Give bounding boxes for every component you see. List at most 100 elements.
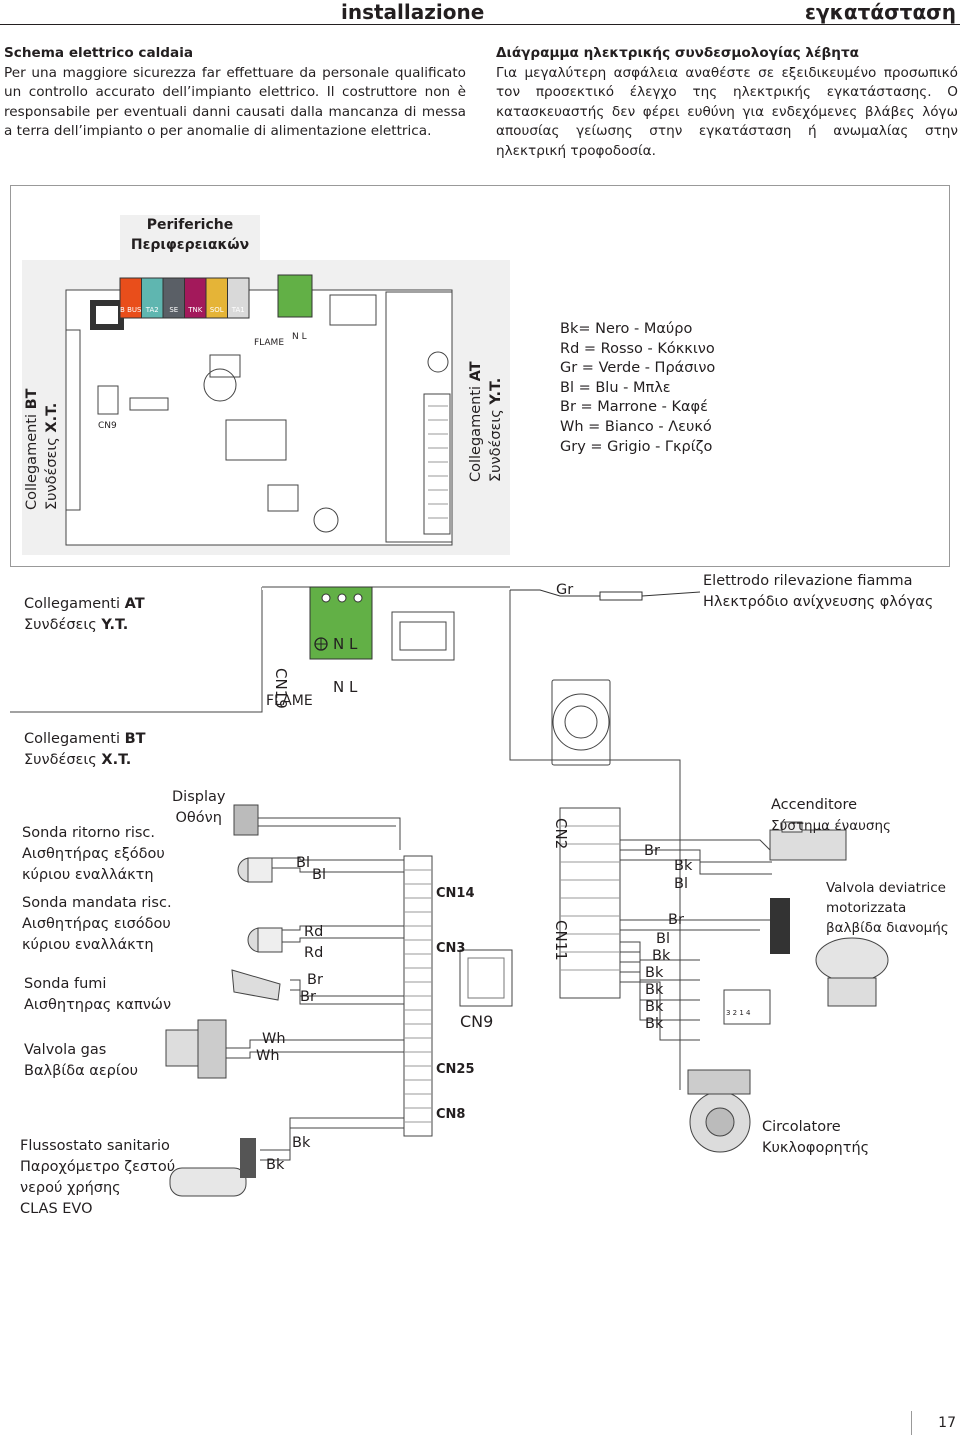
- overview-ic: [209, 354, 241, 378]
- detail-wires-left: [224, 817, 404, 1161]
- detail-connector-pins: [404, 869, 432, 1123]
- overview-pcb-right: [385, 291, 453, 543]
- overview-flame: FLAME: [254, 338, 285, 348]
- periph-label-box: [120, 215, 260, 260]
- wire-rd-2: Rd: [304, 945, 324, 961]
- wire-wh-1: Wh: [262, 1031, 286, 1047]
- overview-cn-stack: [423, 393, 451, 535]
- intro-italian-body: Per una maggiore sicurezza far effettuar…: [4, 64, 466, 140]
- cn11-label: CN11: [552, 920, 570, 961]
- bus-jack-inner: [96, 306, 118, 324]
- diverter-label: Valvola deviatrice motorizzata βαλβίδα δ…: [826, 880, 949, 936]
- terminal-label-3: TNK: [187, 306, 203, 314]
- page-number: 17: [911, 1411, 956, 1435]
- cn25-label: CN25: [436, 1062, 475, 1077]
- overview-left-conn: [65, 329, 81, 511]
- r-wire-br-1: Br: [644, 843, 660, 859]
- detail-pcb-top: [262, 587, 510, 590]
- overview-frame: [10, 185, 950, 567]
- detail-fuse: [391, 611, 455, 661]
- wire-br-2: Br: [300, 989, 316, 1005]
- diverter-pin-numbers: 3 2 1 4: [726, 1009, 751, 1017]
- detail-bt-label: Collegamenti BT Συνδέσεις X.T.: [24, 731, 146, 768]
- overview-cn-pins: [428, 405, 448, 519]
- overview-header: [129, 397, 169, 411]
- detail-nl-bottom: N L: [333, 678, 358, 696]
- detail-capacitor: [552, 693, 610, 751]
- terminal-label-5: TA1: [231, 306, 245, 314]
- display-label: Display Οθόνη: [172, 789, 226, 826]
- gas-valve-label: Valvola gas Βαλβίδα αερίου: [24, 1042, 139, 1079]
- overview-chip: [225, 419, 287, 461]
- overview-cn19-block: [277, 274, 313, 318]
- detail-wires-right: [620, 839, 772, 1041]
- flow-switch: [169, 1167, 247, 1197]
- overview-capacitor-3: [427, 351, 449, 373]
- diverter-valve: [815, 937, 889, 983]
- legend-bk: Bk= Nero - Μαύρο: [560, 321, 693, 337]
- igniter: [769, 829, 847, 861]
- flow-switch-label: Flussostato sanitario Παροχόμετρο ζεστού…: [20, 1138, 176, 1217]
- wire-wh-2: Wh: [256, 1048, 280, 1064]
- return-sensor-label: Sonda ritorno risc. Αισθητήρας εξόδου κύ…: [22, 825, 165, 883]
- legend-gr: Gr = Verde - Πράσινο: [560, 360, 716, 377]
- legend-gry: Gry = Grigio - Γκρίζο: [560, 438, 713, 455]
- detail-flame: FLAME: [266, 693, 313, 709]
- cn14-label: CN14: [436, 886, 475, 901]
- detail-at-label: Collegamenti AT Συνδέσεις Y.T.: [24, 596, 145, 633]
- electrode: [599, 591, 643, 601]
- r-wire-bk-5: Bk: [645, 999, 664, 1015]
- detail-cap-frame: [551, 679, 611, 766]
- periph-label-gr: Περιφερειακών: [130, 237, 250, 253]
- diverter-plug: [723, 989, 771, 1025]
- overview-nl: N L: [292, 332, 307, 342]
- cn9-label: CN9: [460, 1012, 494, 1031]
- wire-rd-1: Rd: [304, 924, 324, 940]
- overview-cn9: [97, 385, 119, 415]
- header-rule: [0, 24, 960, 25]
- flow-sensor-label: Sonda mandata risc. Αισθητήρας εισόδου κ…: [22, 895, 172, 953]
- intro-greek-body: Για μεγαλύτερη ασφάλεια αναθέστε σε εξει…: [496, 64, 958, 159]
- cn2-label: CN2: [552, 818, 570, 850]
- color-legend: Bk= Nero - Μαύρο Rd = Rosso - Κόκκινο Gr…: [560, 320, 715, 457]
- terminal-5: [227, 277, 250, 319]
- flue-sensor-label: Sonda fumi Αισθητηρας καπνών: [24, 976, 172, 1013]
- overview-capacitor: [203, 368, 237, 402]
- overview-bt-label: Collegamenti BT Συνδέσεις X.T.: [24, 388, 60, 510]
- r-wire-bl-2: Bl: [656, 931, 670, 947]
- gr-wire: [510, 589, 600, 597]
- legend-br: Br = Marrone - Καφέ: [560, 399, 708, 416]
- detail-cn2-pins: [560, 825, 620, 971]
- electrode-label: Elettrodo rilevazione fiamma Ηλεκτρόδιο …: [703, 573, 934, 610]
- r-wire-br-2: Br: [668, 912, 684, 928]
- flue-sensor: [231, 969, 281, 1001]
- overview-capacitor-2: [313, 507, 339, 533]
- detail-cn9-block: [459, 949, 513, 1007]
- flow-switch-plug: [240, 1138, 256, 1178]
- terminal-label-2: SE: [169, 306, 178, 314]
- detail-cn2-cn11: [559, 807, 621, 999]
- intro-greek-title: Διάγραμμα ηλεκτρικής συνδεσμολογίας λέβη…: [496, 45, 859, 61]
- overview-transformer: [329, 294, 377, 326]
- legend-wh: Wh = Bianco - Λευκό: [560, 418, 712, 435]
- r-wire-bl-1: Bl: [674, 876, 688, 892]
- periph-label-it: Periferiche: [146, 217, 234, 233]
- overview-cn9-label: CN9: [98, 421, 117, 431]
- r-wire-bk-2: Bk: [652, 948, 671, 964]
- intro-greek: Διάγραμμα ηλεκτρικής συνδεσμολογίας λέβη…: [496, 44, 958, 161]
- gr-wire-label: Gr: [556, 582, 574, 598]
- wire-bk-1: Bk: [292, 1135, 311, 1151]
- igniter-label: Accenditore Σύστημα έναυσης: [771, 797, 891, 834]
- circulator-label: Circolatore Κυκλοφορητής: [762, 1119, 870, 1156]
- diverter-connector: [770, 898, 790, 954]
- wire-bl-2: Bl: [312, 867, 326, 883]
- cn8-label: CN8: [436, 1107, 466, 1122]
- detail-nl-top: N L: [333, 635, 358, 653]
- terminal-label-4: SOL: [210, 306, 224, 314]
- wire-bk-2: Bk: [266, 1157, 285, 1173]
- intro-italian: Schema elettrico caldaia Per una maggior…: [4, 44, 466, 142]
- periph-label: Periferiche Περιφερειακών: [128, 215, 252, 255]
- wire-bl-1: Bl: [296, 855, 310, 871]
